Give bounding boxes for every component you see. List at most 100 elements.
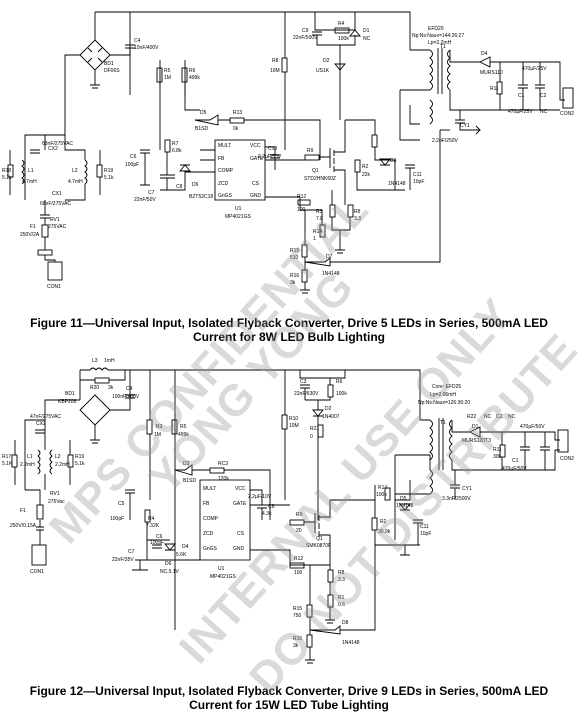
transformer-t1-primary (429, 49, 433, 91)
svg-text:R16: R16 (290, 273, 299, 279)
svg-text:10M: 10M (270, 68, 280, 74)
svg-text:22nF/35V: 22nF/35V (112, 557, 134, 563)
svg-text:22k: 22k (362, 172, 371, 178)
svg-text:D7: D7 (326, 254, 333, 260)
svg-text:R3: R3 (316, 209, 323, 215)
svg-text:CON2: CON2 (560, 111, 574, 117)
svg-text:RV1: RV1 (50, 491, 60, 497)
bd1-label: BD1 (104, 61, 114, 67)
svg-text:F1: F1 (30, 224, 36, 230)
svg-text:GATE: GATE (250, 156, 264, 162)
svg-text:R12: R12 (294, 556, 303, 562)
svg-text:R5: R5 (180, 424, 187, 430)
svg-text:D1: D1 (363, 28, 370, 34)
svg-text:CON1: CON1 (30, 569, 44, 575)
svg-text:1N4148: 1N4148 (396, 503, 414, 509)
svg-text:CON1: CON1 (47, 284, 61, 290)
svg-text:NC: NC (540, 109, 548, 115)
svg-text:C11: C11 (413, 172, 422, 178)
svg-text:R5: R5 (164, 68, 171, 74)
svg-text:R22: R22 (467, 414, 476, 420)
svg-text:1N4148: 1N4148 (342, 640, 360, 646)
svg-text:20: 20 (296, 528, 302, 534)
svg-text:NC: NC (484, 414, 492, 420)
svg-text:BZT52C18: BZT52C18 (189, 194, 213, 200)
svg-text:Lp=2.06mH: Lp=2.06mH (430, 392, 456, 398)
svg-text:MURS120T3: MURS120T3 (462, 438, 491, 444)
svg-text:R4: R4 (148, 516, 155, 522)
svg-text:7.32K: 7.32K (146, 523, 160, 529)
svg-text:3k: 3k (293, 643, 299, 649)
svg-text:R15: R15 (290, 248, 299, 254)
ic-u1-mp4021gs-fig12 (199, 479, 251, 561)
svg-text:US1K: US1K (316, 68, 330, 74)
svg-text:R21: R21 (310, 426, 319, 432)
svg-text:VCC: VCC (235, 486, 246, 492)
svg-text:1M: 1M (164, 75, 171, 81)
svg-text:1: 1 (313, 236, 316, 242)
svg-text:275VAC: 275VAC (48, 224, 67, 230)
svg-text:R3: R3 (156, 424, 163, 430)
figure11-caption: Figure 11—Universal Input, Isolated Flyb… (0, 316, 578, 344)
svg-text:5.1k: 5.1k (104, 175, 114, 181)
svg-text:D2: D2 (325, 406, 332, 412)
svg-text:5.1k: 5.1k (75, 461, 85, 467)
transformer-t1-primary-fig12 (429, 419, 433, 461)
svg-text:L1: L1 (28, 168, 34, 174)
svg-text:COMP: COMP (218, 168, 234, 174)
svg-text:1N4007: 1N4007 (322, 414, 340, 420)
svg-text:NC: NC (363, 36, 371, 42)
svg-text:R14: R14 (378, 485, 387, 491)
svg-text:D6: D6 (165, 561, 172, 567)
svg-text:COMP: COMP (203, 516, 219, 522)
svg-text:RV1: RV1 (50, 217, 60, 223)
svg-text:100: 100 (294, 570, 303, 576)
svg-text:C4: C4 (126, 386, 133, 392)
svg-text:Q1: Q1 (316, 536, 323, 542)
figure11-caption-line1: Figure 11—Universal Input, Isolated Flyb… (30, 316, 548, 330)
svg-text:R12: R12 (297, 194, 306, 200)
svg-text:C3: C3 (300, 379, 307, 385)
svg-text:L1: L1 (27, 454, 33, 460)
svg-text:CX1: CX1 (52, 191, 62, 197)
figure11-caption-line2: Current for 8W LED Bulb Lighting (193, 330, 385, 344)
connector-con2-symbol (562, 87, 574, 109)
svg-text:D5: D5 (200, 110, 207, 116)
svg-text:R8: R8 (338, 570, 345, 576)
svg-text:30.9k: 30.9k (378, 529, 391, 535)
connector-con1-symbol (47, 261, 63, 281)
svg-text:U1: U1 (235, 206, 242, 212)
svg-text:4.3k: 4.3k (262, 511, 272, 517)
svg-text:C2: C2 (496, 414, 503, 420)
svg-text:470µF/25V: 470µF/25V (508, 109, 533, 115)
svg-text:22nF/50V: 22nF/50V (134, 197, 156, 203)
svg-text:R2: R2 (380, 519, 387, 525)
svg-text:250V/2A: 250V/2A (20, 232, 40, 238)
svg-text:R13: R13 (233, 110, 242, 116)
svg-text:ZCD: ZCD (218, 181, 229, 187)
svg-text:5.1K: 5.1K (2, 461, 13, 467)
svg-text:R18: R18 (2, 168, 11, 174)
svg-text:0: 0 (310, 434, 313, 440)
svg-text:GND: GND (233, 546, 245, 552)
svg-text:GnGS: GnGS (203, 546, 218, 552)
inductor-l2-symbol (84, 159, 88, 185)
svg-text:GATE: GATE (233, 501, 247, 507)
svg-text:100pF: 100pF (150, 540, 164, 546)
svg-text:R16: R16 (293, 636, 302, 642)
svg-text:R20: R20 (90, 385, 99, 391)
svg-text:1mH: 1mH (104, 358, 115, 364)
svg-text:R2: R2 (362, 164, 369, 170)
svg-text:C2: C2 (540, 93, 547, 99)
svg-text:GND: GND (250, 193, 262, 199)
svg-text:Q1: Q1 (312, 168, 319, 174)
svg-text:Np:Ns:Naux=144:26:27: Np:Ns:Naux=144:26:27 (412, 33, 464, 39)
svg-text:510: 510 (290, 255, 299, 261)
svg-text:100k: 100k (336, 391, 347, 397)
svg-text:C1: C1 (518, 93, 525, 99)
svg-text:R7: R7 (172, 141, 179, 147)
svg-text:22nF/630V: 22nF/630V (294, 391, 319, 397)
figure12-caption: Figure 12—Universal Input, Isolated Flyb… (0, 684, 578, 712)
